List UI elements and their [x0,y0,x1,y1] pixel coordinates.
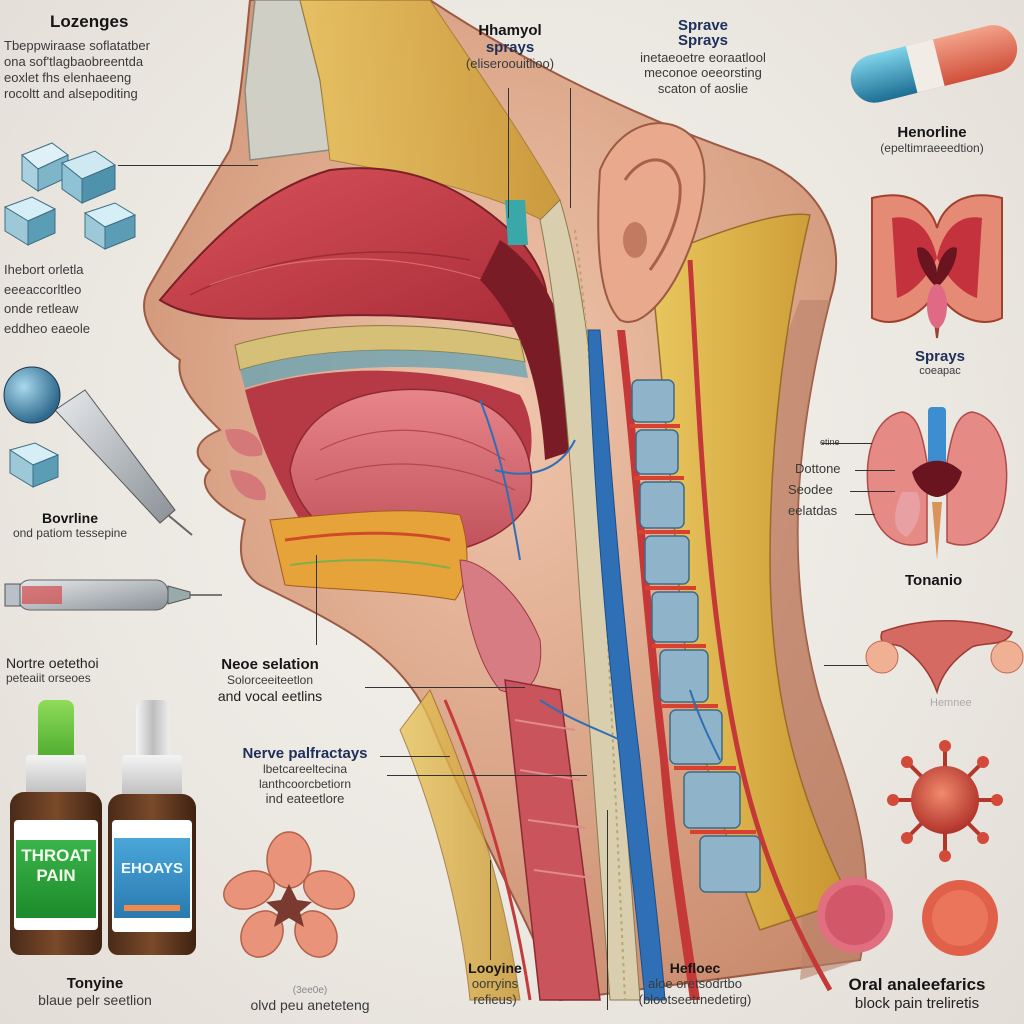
spray-applicator-icon [3,366,193,536]
sprays-bottle: EHOAYS [108,700,196,955]
hefloec-label: Hefloec aloe oretsodrtbo (blootseetrnede… [638,960,752,1007]
sprays-right-label: Sprays coeapac [914,348,966,377]
lozenges-description: Tbeppwiraase soflatatber ona sof'tlagbao… [4,38,150,101]
callout-leader [855,470,895,471]
lozenges-label: Lozenges [50,12,128,32]
callout-leader [365,687,525,688]
callout-leader [380,756,450,757]
hhamyol-sprays-label: Hhamyol sprays (eliseroouitlioo) [465,22,555,71]
neoe-selation-label: Neoe selation Solorceeiteetlon and vocal… [217,656,323,704]
nerve-pathways-label: Nerve palfractays lbetcareeltecina lanth… [242,745,368,807]
callout-leader [850,491,895,492]
bottle-label-line1: EHOAYS [121,860,183,877]
thyroid-callout-4: eelatdas [788,503,838,518]
thyroid-callout-1: etine [820,437,840,447]
bovrline-label: Bovrline ond patiom tessepine [12,510,128,540]
callout-leader [387,775,587,776]
tonyine-label: Tonyine blaue pelr seetlion [38,975,152,1008]
capsule-pill-icon [850,25,1018,103]
sprays-top-label: Sprave Sprays inetaeoetre eoraatlool mec… [640,17,766,97]
callout-leader [822,443,872,444]
flower-caption: (3ee0e) olvd peu aneteteng [250,985,370,1014]
bottle-label-line1: THROAT [21,846,91,865]
callout-leader [570,88,571,208]
callout-leader [508,88,509,218]
looyine-label: Looyine oorryins refieus) [468,960,522,1007]
lozenge-side-description: Ihebort orletla eeeaccorltleo onde retle… [4,262,91,336]
virus-icon [887,740,1003,862]
callout-leader [316,555,317,645]
callout-leader [490,860,491,960]
oral-analgesics-label: Oral analeefarics block pain treliretis [848,975,986,1012]
lozenges-leader-line [118,165,258,166]
flower-tissue-icon [223,831,355,958]
thyroid-callout-2: Dottone [795,461,841,476]
callout-leader [824,665,868,666]
tubular-organ-icon [865,620,1024,695]
organ-caption: Hemnee [930,697,972,709]
tonano-label: Tonanio [905,572,963,589]
lozenges-title: Lozenges [50,12,129,31]
lozenge-cubes-icon [3,142,137,250]
callout-leader [855,514,875,515]
callout-leader [607,810,608,1010]
throat-pain-bottle: THROAT PAIN [10,700,102,955]
capsule-label: Henorline (epeltimraeeedtion) [880,124,984,155]
pharynx-section-icon [871,194,1003,339]
syringe-icon [4,579,222,611]
nortre-label: Nortre oetethoi peteaiit orseoes [6,655,99,685]
thyroid-callout-3: Seodee [788,482,833,497]
bottle-label-line2: PAIN [36,866,76,885]
cell-cluster-icon [817,877,998,956]
thyroid-larynx-icon [866,407,1008,560]
